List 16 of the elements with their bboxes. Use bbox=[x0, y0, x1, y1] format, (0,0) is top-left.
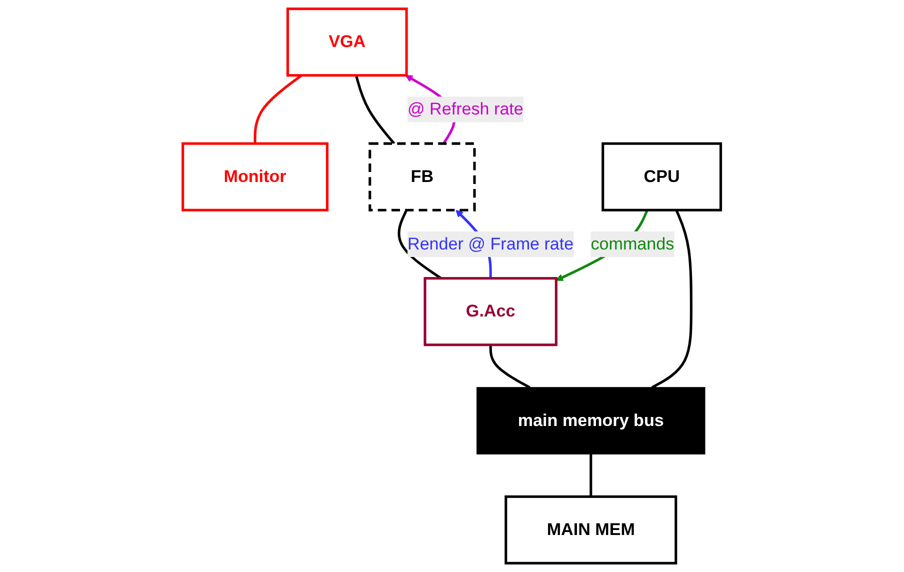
node-box: main memory bus bbox=[476, 387, 706, 454]
node-box: CPU bbox=[602, 142, 722, 212]
connector bbox=[254, 74, 303, 144]
node-box: MAIN MEM bbox=[504, 495, 678, 564]
edge-label: Render @ Frame rate bbox=[408, 234, 574, 254]
connector bbox=[590, 454, 592, 497]
connector bbox=[398, 210, 442, 280]
node-box: VGA bbox=[286, 8, 408, 77]
node-box: FB bbox=[368, 142, 476, 212]
node-box: G.Acc bbox=[424, 277, 558, 346]
connector bbox=[652, 210, 693, 389]
edge-label: commands bbox=[590, 234, 674, 254]
connector bbox=[355, 75, 396, 144]
connector bbox=[490, 344, 531, 389]
node-box: Monitor bbox=[182, 142, 329, 212]
edge-label: @ Refresh rate bbox=[408, 100, 524, 119]
